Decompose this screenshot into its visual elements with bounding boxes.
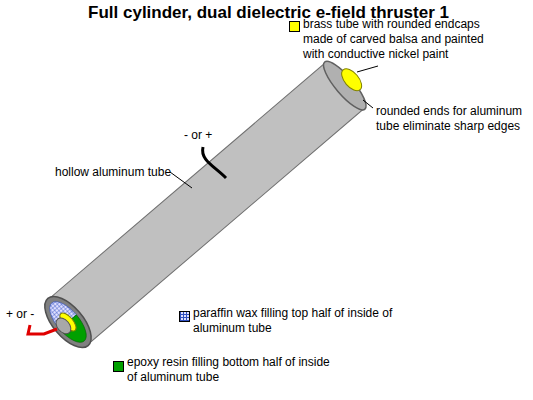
brass-endcap: [338, 65, 366, 94]
rounded-end: [318, 56, 372, 115]
legend-swatch: [179, 311, 190, 322]
legend-text: epoxy resin filling bottom half of insid…: [127, 355, 343, 385]
rounded-endcap: [53, 315, 74, 336]
part-label: hollow aluminum tube: [55, 165, 171, 180]
leader-line: [357, 66, 378, 72]
rounded-end: [36, 289, 99, 356]
legend-swatch: [113, 361, 124, 372]
leader-line: [363, 100, 373, 108]
legend-text: paraffin wax filling top half of inside …: [193, 306, 405, 336]
terminal-label: - or +: [184, 128, 212, 143]
terminal-label: + or -: [6, 307, 34, 322]
black-wire: [203, 147, 226, 178]
part-label: rounded ends for aluminum tube eliminate…: [376, 104, 528, 134]
red-wire: [28, 325, 57, 334]
leader-line: [170, 172, 192, 188]
legend-swatch: [289, 21, 300, 32]
legend-text: brass tube with rounded endcaps made of …: [303, 17, 493, 62]
aluminum-tube: [49, 63, 365, 345]
